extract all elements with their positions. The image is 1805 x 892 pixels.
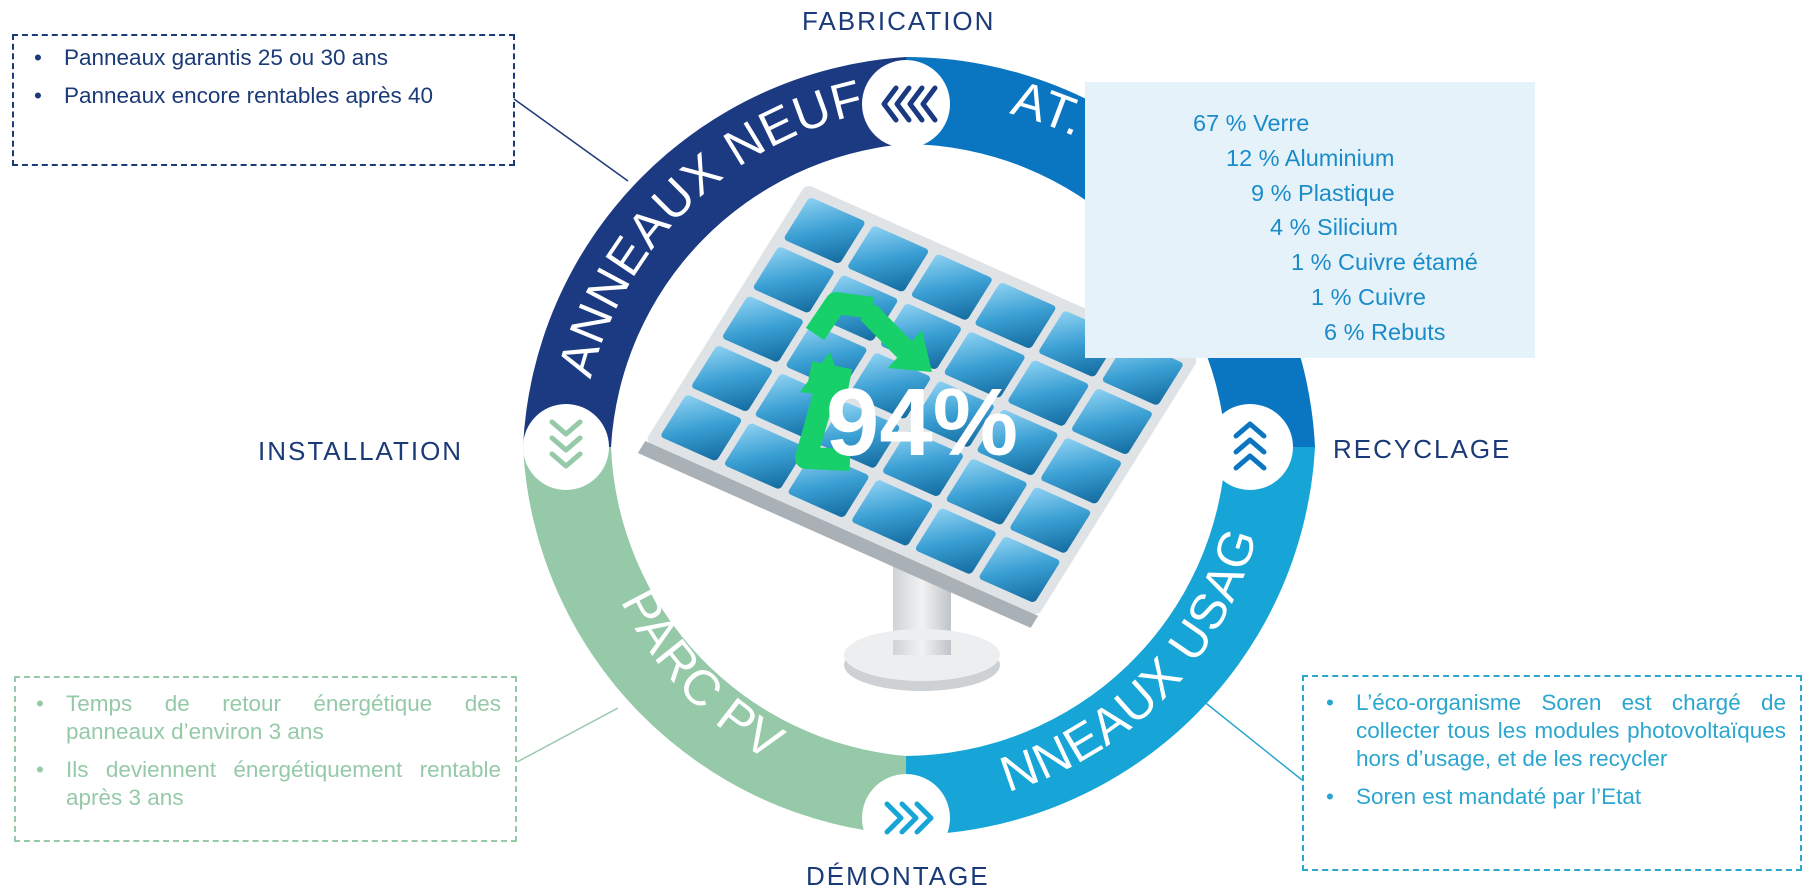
solar-cell [753, 247, 834, 313]
list-item: •Ils deviennent énergétiquement rentable… [36, 757, 501, 810]
solar-cell [883, 430, 963, 497]
solar-cell [692, 345, 772, 412]
ring-segment-panneaux-neufs [523, 57, 906, 447]
solar-cell [1041, 438, 1121, 504]
center-percent: 94% [826, 369, 1018, 476]
stage-recyclage: RECYCLAGE [1333, 434, 1512, 464]
solar-panel-illustration [637, 185, 1197, 691]
list-item: •Temps de retour énergétique des panneau… [36, 691, 501, 744]
material-silicium: 4 % Silicium [1270, 214, 1398, 240]
chevrons-up-icon [1207, 404, 1293, 490]
solar-cell [784, 197, 865, 264]
chevrons-down-icon [523, 404, 609, 490]
solar-cell [977, 409, 1058, 476]
stage-demontage: DÉMONTAGE [806, 861, 990, 891]
solar-cell [975, 282, 1056, 349]
chevrons-right-icon [862, 774, 950, 862]
solar-cell [848, 226, 929, 292]
material-cuivre-etame: 1 % Cuivre étamé [1291, 249, 1478, 275]
material-rebuts: 6 % Rebuts [1324, 319, 1446, 345]
leader-neufs [513, 98, 629, 182]
solar-cell [725, 423, 805, 489]
ring-segment-parc-pv [523, 447, 906, 835]
list-item: •Panneaux encore rentables après 40 [34, 83, 434, 108]
stage-fabrication: FABRICATION [802, 6, 996, 36]
callout-parc-pv: •Temps de retour énergétique des panneau… [14, 676, 517, 842]
recycle-arrowheads [800, 330, 932, 398]
solar-cell [1008, 360, 1089, 426]
leader-parc [516, 707, 619, 763]
solar-cell [1010, 487, 1091, 553]
solar-cell [723, 296, 803, 362]
callout-panneaux-neufs: •Panneaux garantis 25 ou 30 ans •Panneau… [12, 34, 515, 166]
solar-cell [946, 459, 1027, 525]
materials-panel [1085, 82, 1535, 358]
leader-usages [1201, 699, 1303, 781]
solar-cell [1072, 388, 1152, 455]
callout-panneaux-usages: •L’éco-organisme Soren est chargé de col… [1302, 675, 1802, 871]
solar-cell [944, 332, 1025, 398]
list-item: •Soren est mandaté par l’Etat [1326, 784, 1642, 809]
solar-cell [911, 254, 992, 320]
list-item: •L’éco-organisme Soren est chargé de col… [1326, 690, 1786, 771]
stage-installation: INSTALLATION [258, 436, 464, 466]
solar-cell [979, 536, 1060, 603]
material-cuivre: 1 % Cuivre [1311, 284, 1426, 310]
chevrons-left-icon [862, 60, 950, 148]
solar-cell [852, 480, 933, 546]
material-aluminium: 12 % Aluminium [1226, 145, 1395, 171]
solar-cell [661, 395, 742, 461]
material-plastique: 9 % Plastique [1251, 180, 1395, 206]
solar-cell [913, 381, 994, 447]
material-verre: 67 % Verre [1193, 110, 1310, 136]
list-item: •Panneaux garantis 25 ou 30 ans [34, 45, 388, 70]
ring-segment-panneaux-usages [906, 447, 1315, 835]
solar-cell [915, 508, 996, 574]
